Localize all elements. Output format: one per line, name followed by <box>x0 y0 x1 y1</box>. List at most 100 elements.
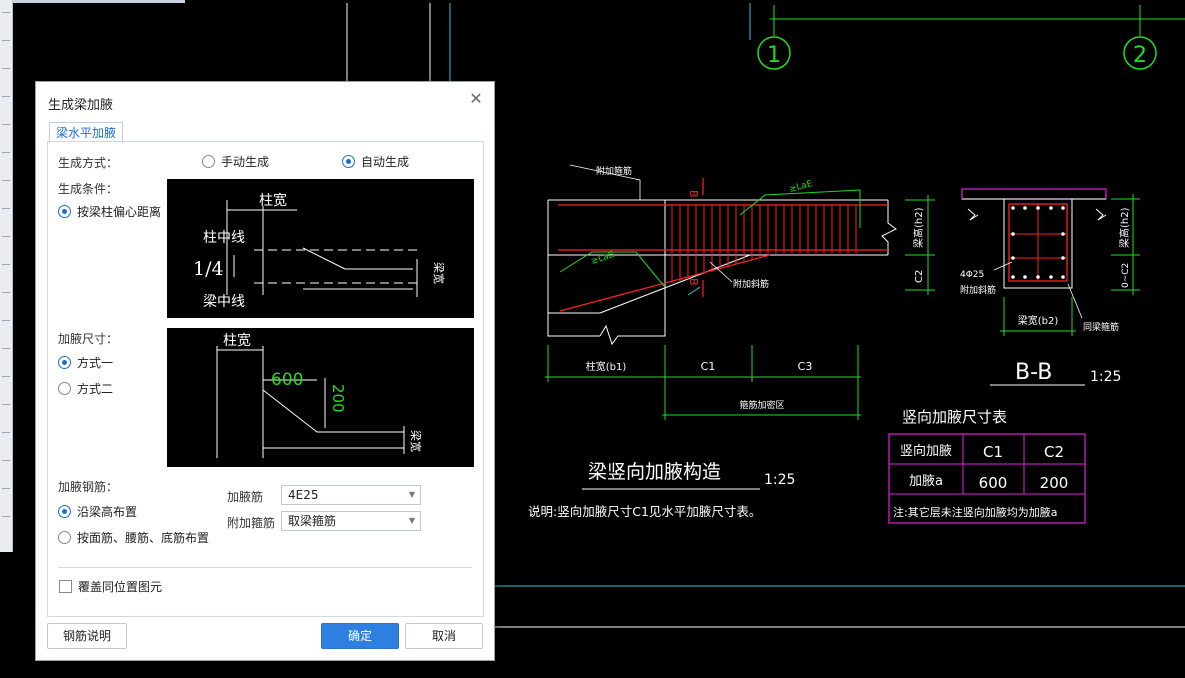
gen-mode-label: 生成方式： <box>58 156 119 170</box>
condition-eccentric-label: 按梁柱偏心距离 <box>77 205 162 219</box>
panel-tick <box>2 236 10 237</box>
size-option2-label: 方式二 <box>77 382 114 396</box>
rebar-help-button[interactable]: 钢筋说明 <box>47 623 127 649</box>
panel-tick <box>2 12 10 13</box>
svg-text:200: 200 <box>1040 474 1069 492</box>
divider <box>58 567 472 568</box>
axis-bubble-2: 2 <box>1123 36 1157 70</box>
svg-text:600: 600 <box>979 474 1008 492</box>
svg-text:柱宽: 柱宽 <box>259 192 287 209</box>
radio-dot <box>58 356 71 369</box>
panel-tick <box>2 292 10 293</box>
dialog-title: 生成梁加腋 <box>48 98 114 113</box>
svg-text:梁高(h2): 梁高(h2) <box>1118 207 1131 248</box>
rebar-label: 加腋钢筋： <box>58 480 119 494</box>
size-diagram: 柱宽 600 200 梁宽 <box>167 328 474 467</box>
svg-text:附加斜筋: 附加斜筋 <box>733 278 769 290</box>
panel-tick <box>2 96 10 97</box>
panel-tick <box>2 376 10 377</box>
svg-text:梁宽: 梁宽 <box>409 430 423 452</box>
radio-dot <box>58 205 71 218</box>
panel-tick <box>2 264 10 265</box>
chevron-down-icon: ▼ <box>408 490 415 499</box>
svg-text:柱宽(b1): 柱宽(b1) <box>586 360 627 373</box>
gen-mode-auto-radio[interactable]: 自动生成 <box>342 153 409 170</box>
condition-eccentric-radio[interactable]: 按梁柱偏心距离 <box>58 203 161 220</box>
radio-dot <box>58 505 71 518</box>
panel-tick <box>2 124 10 125</box>
panel-tick <box>2 320 10 321</box>
panel-tick <box>2 460 10 461</box>
tab-panel: 生成方式： 手动生成 自动生成 生成条件： 按梁柱偏心距离 柱宽 <box>47 141 484 617</box>
svg-text:梁竖向加腋构造: 梁竖向加腋构造 <box>588 461 721 483</box>
chevron-down-icon: ▼ <box>408 516 415 525</box>
svg-text:B: B <box>687 278 700 286</box>
cancel-button[interactable]: 取消 <box>405 623 483 649</box>
svg-text:2: 2 <box>1133 43 1147 68</box>
rebar-option2-radio[interactable]: 按面筋、腰筋、底筋布置 <box>58 529 209 546</box>
left-side-panel[interactable] <box>0 0 13 552</box>
gen-mode-manual-radio[interactable]: 手动生成 <box>202 153 269 170</box>
svg-text:C2: C2 <box>1044 443 1064 461</box>
rebar-option1-label: 沿梁高布置 <box>77 505 138 519</box>
panel-tick <box>2 180 10 181</box>
radio-dot <box>202 155 215 168</box>
overwrite-checkbox[interactable]: 覆盖同位置图元 <box>59 578 162 595</box>
svg-text:C3: C3 <box>798 360 813 373</box>
ok-button[interactable]: 确定 <box>321 623 399 649</box>
radio-dot <box>342 155 355 168</box>
svg-text:梁高(h2): 梁高(h2) <box>912 207 925 248</box>
rebar-option2-label: 按面筋、腰筋、底筋布置 <box>77 531 210 545</box>
svg-text:加腋a: 加腋a <box>909 474 943 489</box>
svg-text:竖向加腋尺寸表: 竖向加腋尺寸表 <box>902 408 1007 426</box>
size-option1-radio[interactable]: 方式一 <box>58 354 113 371</box>
size-option1-label: 方式一 <box>77 356 114 370</box>
svg-text:B: B <box>687 190 700 198</box>
svg-text:1: 1 <box>767 43 781 68</box>
svg-text:附加箍筋: 附加箍筋 <box>596 165 632 177</box>
svg-text:1:25: 1:25 <box>764 472 795 488</box>
svg-text:梁宽(b2): 梁宽(b2) <box>1018 314 1059 327</box>
svg-text:4Φ25: 4Φ25 <box>960 270 984 280</box>
stirrup-value: 取梁箍筋 <box>288 514 337 528</box>
svg-text:200: 200 <box>329 384 347 413</box>
haunch-bar-select[interactable]: 4E25 ▼ <box>281 485 421 505</box>
section-b-b: 梁高(h2) 0~C2 4Φ25 附加斜筋 梁宽(b2) 同梁箍筋 B-B 1:… <box>960 188 1140 386</box>
radio-dot <box>58 531 71 544</box>
svg-text:梁宽: 梁宽 <box>432 262 446 284</box>
gen-mode-manual-label: 手动生成 <box>221 155 270 169</box>
top-toolbar-edge <box>0 0 185 3</box>
svg-text:箍筋加密区: 箍筋加密区 <box>739 399 784 411</box>
panel-tick <box>2 488 10 489</box>
svg-text:注:其它层未注竖向加腋均为加腋a: 注:其它层未注竖向加腋均为加腋a <box>893 505 1057 519</box>
panel-tick <box>2 404 10 405</box>
svg-text:600: 600 <box>271 370 303 390</box>
close-icon[interactable]: ✕ <box>469 89 483 108</box>
panel-tick <box>2 152 10 153</box>
svg-text:同梁箍筋: 同梁箍筋 <box>1083 321 1119 333</box>
svg-text:柱宽: 柱宽 <box>223 332 251 349</box>
svg-text:柱中线: 柱中线 <box>203 230 245 246</box>
tab-beam-horizontal-haunch[interactable]: 梁水平加腋 <box>49 122 124 143</box>
svg-text:C1: C1 <box>701 360 716 373</box>
rebar-option1-radio[interactable]: 沿梁高布置 <box>58 503 137 520</box>
generate-beam-haunch-dialog: 生成梁加腋 ✕ 梁水平加腋 生成方式： 手动生成 自动生成 生成条件： 按梁柱偏… <box>35 81 495 661</box>
svg-text:C1: C1 <box>983 443 1003 461</box>
size-option2-radio[interactable]: 方式二 <box>58 380 113 397</box>
svg-text:0~C2: 0~C2 <box>1121 263 1131 288</box>
svg-text:C2: C2 <box>914 270 925 283</box>
condition-diagram: 柱宽 柱中线 1/4 梁中线 梁宽 <box>167 179 474 318</box>
panel-tick <box>2 68 10 69</box>
svg-text:梁中线: 梁中线 <box>203 294 245 310</box>
haunch-bar-value: 4E25 <box>288 488 319 502</box>
stirrup-select[interactable]: 取梁箍筋 ▼ <box>281 511 421 531</box>
panel-tick <box>2 516 10 517</box>
haunch-detail: ≥LaE ≥LaE 附加箍筋 附加斜筋 B B 梁高(h2) C2 柱宽(b1)… <box>528 164 935 519</box>
size-label: 加腋尺寸： <box>58 332 119 346</box>
haunch-bar-label: 加腋筋 <box>227 490 264 504</box>
condition-label: 生成条件： <box>58 182 119 196</box>
panel-tick <box>2 348 10 349</box>
radio-dot <box>58 382 71 395</box>
svg-text:B-B: B-B <box>1015 360 1052 385</box>
